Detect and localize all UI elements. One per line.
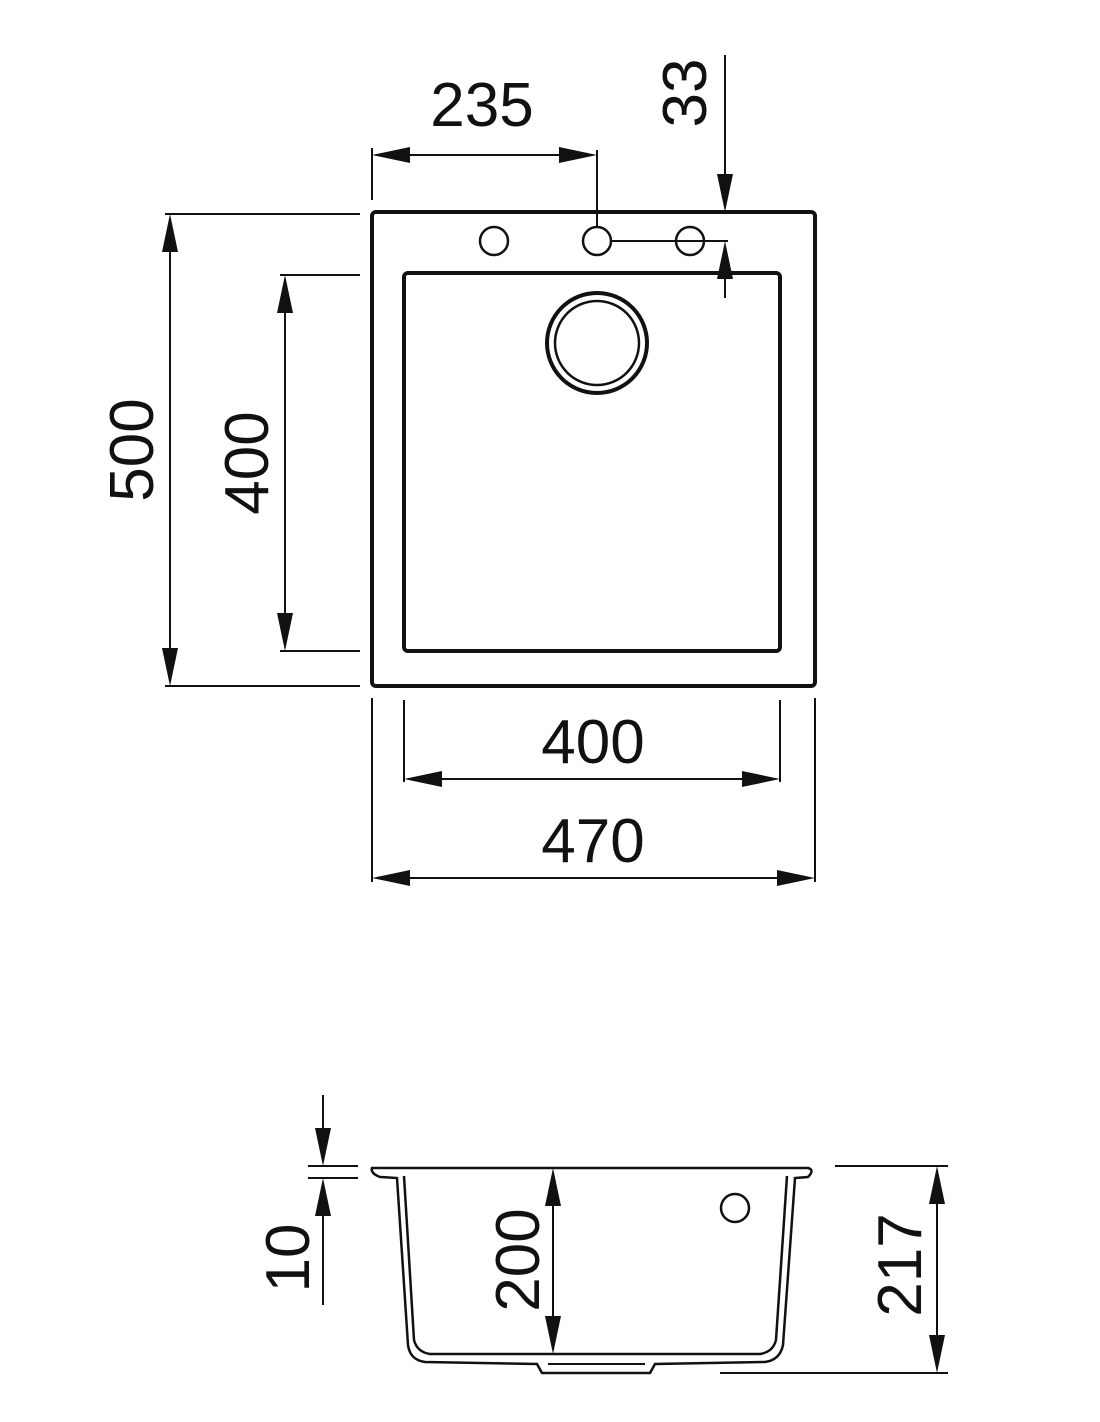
dim-overall-height-label: 500 bbox=[98, 398, 167, 501]
dim-overall-width: 470 bbox=[371, 698, 816, 886]
dim-overall-height: 500 bbox=[98, 213, 360, 687]
dim-bowl-width-label: 400 bbox=[541, 708, 644, 777]
sink-outer-outline bbox=[370, 210, 817, 688]
tap-hole-left bbox=[478, 225, 510, 257]
dim-tap-edge: 33 bbox=[611, 55, 733, 298]
dim-bowl-height-label: 400 bbox=[213, 411, 282, 514]
side-view: 10 200 217 bbox=[254, 1095, 948, 1375]
drain-outer-ring bbox=[545, 291, 649, 395]
dim-overall-width-label: 470 bbox=[541, 807, 644, 876]
dim-bowl-width: 400 bbox=[403, 700, 781, 787]
sink-profile-outer bbox=[370, 1166, 813, 1375]
dim-rim-thickness-label: 10 bbox=[254, 1224, 323, 1293]
sink-bowl-outline bbox=[402, 271, 782, 653]
dim-total-depth-label: 217 bbox=[866, 1213, 935, 1316]
dim-tap-offset: 235 bbox=[371, 71, 598, 227]
dim-bowl-height: 400 bbox=[213, 274, 360, 652]
dim-rim-thickness: 10 bbox=[254, 1095, 358, 1305]
dim-total-depth: 217 bbox=[720, 1165, 948, 1374]
dim-bowl-depth: 200 bbox=[484, 1168, 561, 1354]
tap-hole-center bbox=[581, 225, 613, 257]
sink-profile-inner bbox=[402, 1175, 789, 1356]
dim-tap-offset-label: 235 bbox=[430, 71, 533, 140]
dim-tap-edge-label: 33 bbox=[651, 59, 720, 128]
drain-inner-ring bbox=[553, 299, 641, 387]
overflow-hole bbox=[719, 1192, 751, 1224]
dim-bowl-depth-label: 200 bbox=[484, 1208, 553, 1311]
top-view: 500 400 235 33 bbox=[98, 55, 817, 886]
